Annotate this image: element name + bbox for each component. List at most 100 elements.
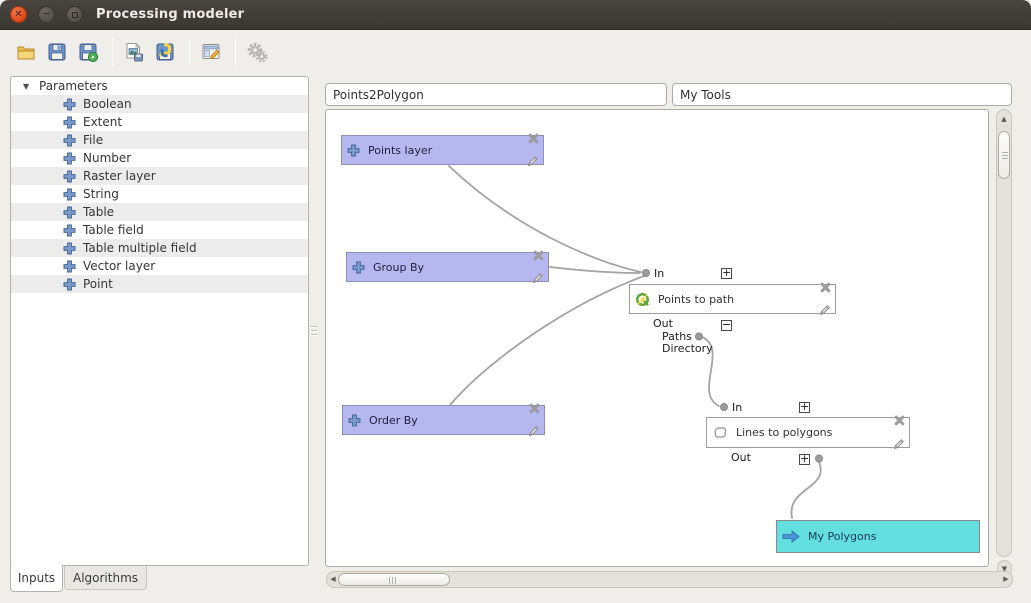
add-parameter-icon bbox=[63, 152, 76, 165]
panel-splitter[interactable] bbox=[311, 326, 318, 342]
parameter-plus-icon bbox=[347, 144, 360, 157]
edit-node-icon[interactable] bbox=[528, 425, 540, 437]
maximize-button[interactable] bbox=[66, 6, 83, 23]
edit-node-icon[interactable] bbox=[527, 155, 539, 167]
scroll-up-button[interactable]: ▲ bbox=[1001, 115, 1007, 123]
scroll-right-button[interactable]: ▶ bbox=[1003, 575, 1009, 583]
add-parameter-icon bbox=[63, 188, 76, 201]
run-model-button[interactable] bbox=[243, 37, 271, 67]
window-title: Processing modeler bbox=[96, 7, 245, 22]
polygon-algorithm-icon bbox=[714, 427, 727, 438]
save-model-icon bbox=[48, 43, 66, 61]
open-model-icon bbox=[17, 46, 35, 60]
out-label: Out bbox=[653, 317, 673, 330]
add-parameter-icon bbox=[63, 116, 76, 129]
delete-node-icon[interactable] bbox=[528, 133, 539, 144]
add-parameter-icon bbox=[63, 242, 76, 255]
port-dot bbox=[694, 332, 703, 341]
out-label: Out bbox=[731, 451, 751, 464]
sidebar-item-string[interactable]: String bbox=[11, 185, 308, 203]
model-canvas[interactable]: Points layer Group By Order By In + bbox=[325, 109, 989, 567]
qgis-algorithm-icon bbox=[636, 292, 649, 306]
connection-wires bbox=[448, 165, 823, 519]
edit-node-icon[interactable] bbox=[532, 272, 544, 284]
connection-pointslayer-to-pointstopath bbox=[448, 165, 642, 273]
save-model-button[interactable] bbox=[43, 37, 71, 67]
node-points-layer[interactable]: Points layer bbox=[341, 135, 544, 165]
scroll-left-button[interactable]: ◀ bbox=[330, 575, 336, 583]
tab-inputs[interactable]: Inputs bbox=[10, 565, 63, 592]
open-model-button[interactable] bbox=[12, 37, 40, 67]
model-name-input[interactable] bbox=[325, 83, 667, 106]
add-parameter-icon bbox=[63, 170, 76, 183]
sidebar-item-table[interactable]: Table bbox=[11, 203, 308, 221]
delete-node-icon[interactable] bbox=[533, 250, 544, 261]
expand-outputs-toggle[interactable]: + bbox=[799, 452, 810, 465]
export-as-python-button[interactable] bbox=[151, 37, 179, 67]
output-directory-label: Directory bbox=[662, 342, 713, 355]
edit-model-help-button[interactable] bbox=[197, 37, 225, 67]
connection-orderby-to-pointstopath bbox=[449, 275, 645, 406]
parameter-plus-icon bbox=[352, 261, 365, 274]
add-parameter-icon bbox=[63, 260, 76, 273]
horizontal-scrollbar-thumb[interactable] bbox=[338, 573, 450, 586]
node-my-polygons[interactable]: My Polygons bbox=[776, 520, 980, 553]
save-model-as-button[interactable] bbox=[74, 37, 102, 67]
node-points-to-path[interactable]: Points to path bbox=[629, 284, 836, 314]
in-label: In bbox=[732, 401, 743, 414]
port-dot bbox=[641, 268, 650, 277]
sidebar-item-raster-layer[interactable]: Raster layer bbox=[11, 167, 308, 185]
toolbar-separator bbox=[112, 39, 113, 65]
expand-inputs-toggle[interactable]: + bbox=[721, 266, 732, 279]
vertical-scrollbar-thumb[interactable] bbox=[998, 131, 1010, 179]
delete-node-icon[interactable] bbox=[529, 403, 540, 414]
collapse-outputs-toggle[interactable]: − bbox=[721, 318, 732, 331]
delete-node-icon[interactable] bbox=[820, 282, 831, 293]
edit-node-icon[interactable] bbox=[893, 438, 905, 450]
connection-groupby-to-pointstopath bbox=[549, 266, 641, 274]
sidebar-item-file[interactable]: File bbox=[11, 131, 308, 149]
edit-model-help-icon bbox=[202, 44, 220, 60]
export-as-image-icon bbox=[126, 42, 143, 62]
connection-linestopolygons-to-mypolygons bbox=[790, 461, 822, 519]
titlebar: ✕ ─ Processing modeler bbox=[0, 0, 1031, 30]
sidebar-item-table-multiple-field[interactable]: Table multiple field bbox=[11, 239, 308, 257]
node-group-by[interactable]: Group By bbox=[346, 252, 549, 282]
run-model-icon bbox=[247, 42, 268, 63]
minimize-button[interactable]: ─ bbox=[38, 6, 55, 23]
add-parameter-icon bbox=[63, 134, 76, 147]
thumb-grip bbox=[389, 577, 398, 584]
horizontal-scrollbar[interactable]: ◀ ▶ bbox=[326, 571, 1013, 588]
toolbar bbox=[0, 31, 1031, 73]
output-arrow-icon bbox=[782, 530, 800, 543]
toolbar-separator bbox=[235, 39, 236, 65]
sidebar-item-boolean[interactable]: Boolean bbox=[11, 95, 308, 113]
port-dot bbox=[719, 402, 728, 411]
output-paths-label: Paths bbox=[662, 330, 692, 343]
maximize-icon bbox=[71, 11, 78, 18]
sidebar-item-point[interactable]: Point bbox=[11, 275, 308, 293]
edit-node-icon[interactable] bbox=[819, 304, 831, 316]
toolbar-separator bbox=[189, 39, 190, 65]
add-parameter-icon bbox=[63, 224, 76, 237]
close-button[interactable]: ✕ bbox=[10, 6, 27, 23]
parameter-plus-icon bbox=[348, 414, 361, 427]
node-order-by[interactable]: Order By bbox=[342, 405, 545, 435]
tab-algorithms[interactable]: Algorithms bbox=[64, 566, 147, 590]
thumb-grip bbox=[1002, 152, 1008, 160]
export-as-image-button[interactable] bbox=[120, 37, 148, 67]
expand-inputs-toggle[interactable]: + bbox=[799, 400, 810, 413]
delete-node-icon[interactable] bbox=[894, 415, 905, 426]
sidebar-item-table-field[interactable]: Table field bbox=[11, 221, 308, 239]
tree-root-parameters[interactable]: ▼ Parameters bbox=[11, 77, 308, 95]
sidebar-item-vector-layer[interactable]: Vector layer bbox=[11, 257, 308, 275]
sidebar-item-number[interactable]: Number bbox=[11, 149, 308, 167]
add-parameter-icon bbox=[63, 206, 76, 219]
sidebar-item-extent[interactable]: Extent bbox=[11, 113, 308, 131]
port-dot bbox=[814, 454, 823, 463]
node-lines-to-polygons[interactable]: Lines to polygons bbox=[706, 417, 910, 448]
model-group-input[interactable] bbox=[672, 83, 1012, 106]
vertical-scrollbar[interactable]: ▲ bbox=[996, 109, 1012, 557]
tree-root-label: Parameters bbox=[39, 79, 108, 93]
